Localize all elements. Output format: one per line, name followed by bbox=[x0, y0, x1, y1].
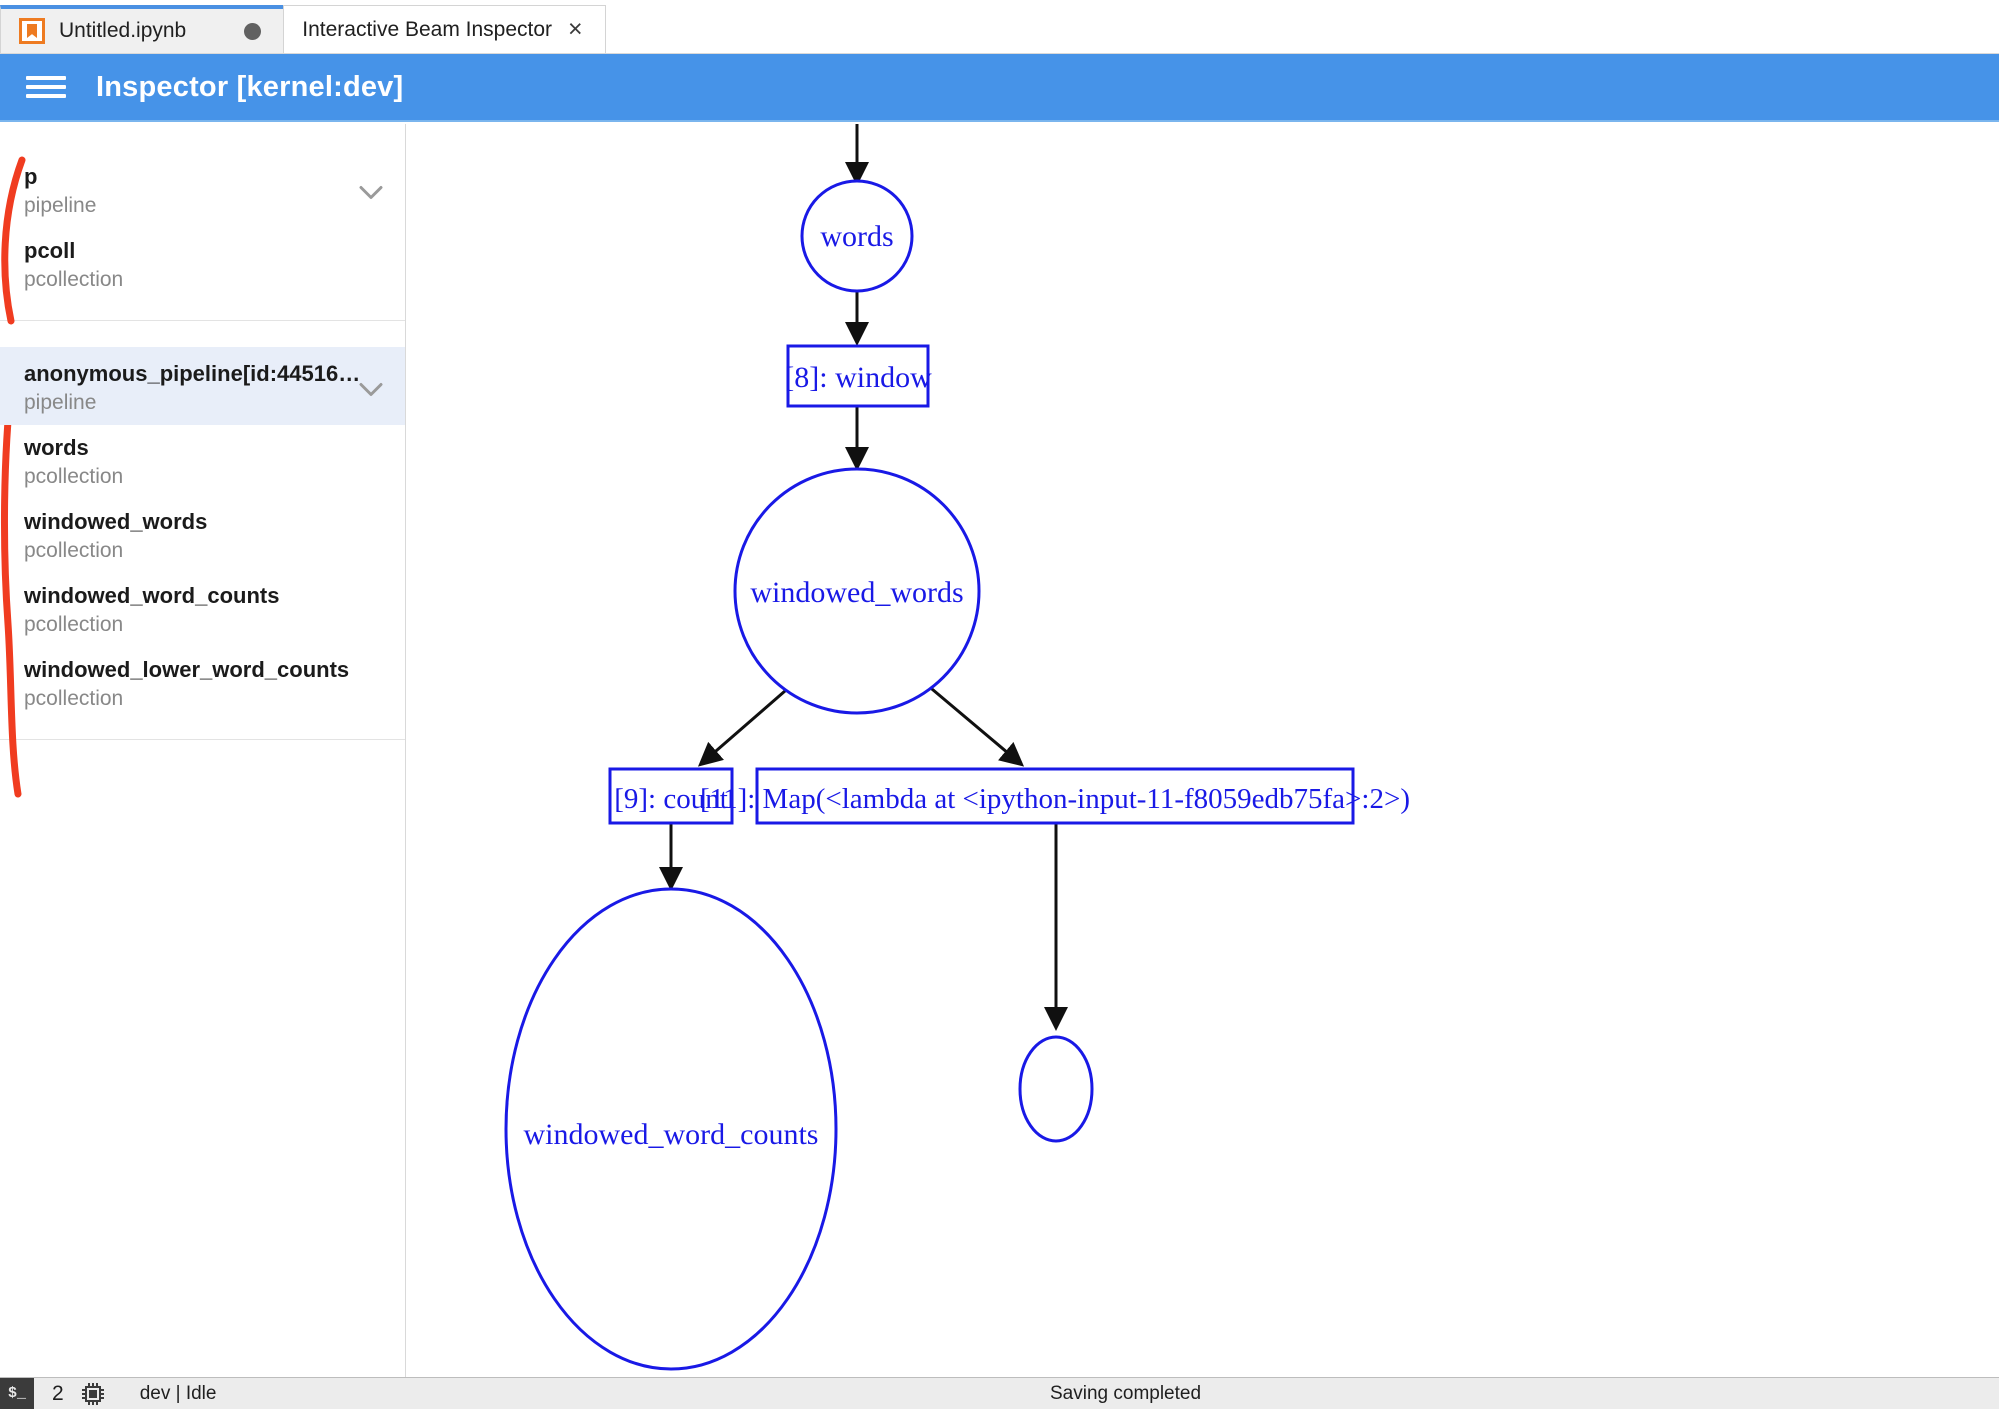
pipeline-graph-svg: words [8]: window windowed_words bbox=[504, 124, 1410, 1371]
sidebar-item-type: pcollection bbox=[24, 613, 124, 636]
sidebar-item-windowed-lower-word-counts[interactable]: windowed_lower_word_counts pcollection bbox=[0, 647, 405, 721]
sidebar-item-windowed-words[interactable]: windowed_words pcollection bbox=[0, 499, 405, 573]
sidebar-item-label: windowed_words bbox=[24, 509, 208, 534]
sidebar-item-label: words bbox=[24, 435, 89, 460]
sidebar-group-2: anonymous_pipeline[id:44516… pipeline wo… bbox=[0, 321, 405, 740]
graph-node-label: words bbox=[820, 220, 893, 253]
tab-label: Untitled.ipynb bbox=[59, 19, 187, 42]
graph-node-window[interactable]: [8]: window bbox=[784, 344, 932, 408]
notebook-icon bbox=[19, 18, 45, 44]
status-bar: $_ 2 dev | Idle Saving completed bbox=[0, 1377, 1999, 1409]
close-icon[interactable]: × bbox=[568, 15, 583, 43]
chevron-down-icon[interactable] bbox=[359, 383, 383, 397]
terminal-count: 2 bbox=[52, 1381, 64, 1405]
edge-windowed-words-map bbox=[925, 682, 1025, 767]
hamburger-icon[interactable] bbox=[26, 72, 66, 102]
sidebar-item-type: pcollection bbox=[24, 539, 124, 562]
sidebar-item-pcoll[interactable]: pcoll pcollection bbox=[0, 228, 405, 302]
graph-node-label: windowed_word_counts bbox=[524, 1118, 819, 1151]
graph-node-words[interactable]: words bbox=[800, 179, 914, 293]
sidebar-item-type: pipeline bbox=[24, 391, 97, 414]
terminal-icon[interactable]: $_ bbox=[0, 1377, 34, 1409]
sidebar-item-words[interactable]: words pcollection bbox=[0, 425, 405, 499]
sidebar-item-windowed-word-counts[interactable]: windowed_word_counts pcollection bbox=[0, 573, 405, 647]
sidebar-item-anonymous-pipeline[interactable]: anonymous_pipeline[id:44516… pipeline bbox=[0, 347, 405, 425]
sidebar-group-1: p pipeline pcoll pcollection bbox=[0, 124, 405, 321]
sidebar-item-p[interactable]: p pipeline bbox=[0, 150, 405, 228]
sidebar-item-label: windowed_lower_word_counts bbox=[24, 657, 350, 682]
graph-node-label: windowed_words bbox=[750, 576, 963, 609]
sidebar-item-label: pcoll bbox=[24, 238, 76, 263]
save-status: Saving completed bbox=[1050, 1382, 1202, 1404]
graph-node-unnamed-small[interactable] bbox=[1018, 1035, 1094, 1143]
tab-interactive-beam-inspector[interactable]: Interactive Beam Inspector × bbox=[283, 5, 606, 53]
sidebar-item-type: pcollection bbox=[24, 687, 124, 710]
sidebar-item-label: windowed_word_counts bbox=[24, 583, 280, 608]
tab-dirty-indicator[interactable] bbox=[244, 22, 262, 40]
tab-untitled-ipynb[interactable]: Untitled.ipynb bbox=[0, 5, 285, 53]
sidebar: p pipeline pcoll pcollection anonymous_p… bbox=[0, 124, 406, 1377]
sidebar-item-label: anonymous_pipeline[id:44516… bbox=[24, 361, 361, 386]
graph-nodes: words [8]: window windowed_words bbox=[504, 179, 1410, 1371]
sidebar-item-type: pcollection bbox=[24, 268, 124, 291]
page-title: Inspector [kernel:dev] bbox=[96, 70, 404, 103]
tab-bar: Untitled.ipynb Interactive Beam Inspecto… bbox=[0, 0, 1999, 54]
cpu-icon[interactable] bbox=[81, 1382, 104, 1405]
inspector-body: p pipeline pcoll pcollection anonymous_p… bbox=[0, 124, 1999, 1377]
pipeline-graph-canvas[interactable]: words [8]: window windowed_words bbox=[406, 124, 1999, 1377]
graph-node-windowed-words[interactable]: windowed_words bbox=[733, 467, 981, 715]
edge-windowed-words-count bbox=[697, 682, 794, 767]
graph-node-windowed-word-counts[interactable]: windowed_word_counts bbox=[504, 887, 838, 1371]
tab-strip: Untitled.ipynb Interactive Beam Inspecto… bbox=[0, 0, 606, 53]
sidebar-item-label: p bbox=[24, 164, 38, 189]
graph-node-count[interactable]: [9]: count bbox=[608, 767, 734, 825]
sidebar-item-type: pipeline bbox=[24, 194, 97, 217]
chevron-down-icon[interactable] bbox=[359, 186, 383, 200]
graph-node-label: [9]: count bbox=[614, 783, 728, 815]
graph-node-label: [8]: window bbox=[784, 361, 932, 394]
inspector-header: Inspector [kernel:dev] bbox=[0, 54, 1999, 122]
kernel-status[interactable]: dev | Idle bbox=[139, 1382, 217, 1404]
graph-node-label: [11]: Map(<lambda at <ipython-input-11-f… bbox=[700, 783, 1410, 815]
graph-node-map[interactable]: [11]: Map(<lambda at <ipython-input-11-f… bbox=[700, 767, 1410, 825]
sidebar-item-type: pcollection bbox=[24, 465, 124, 488]
tab-label: Interactive Beam Inspector bbox=[302, 17, 553, 41]
